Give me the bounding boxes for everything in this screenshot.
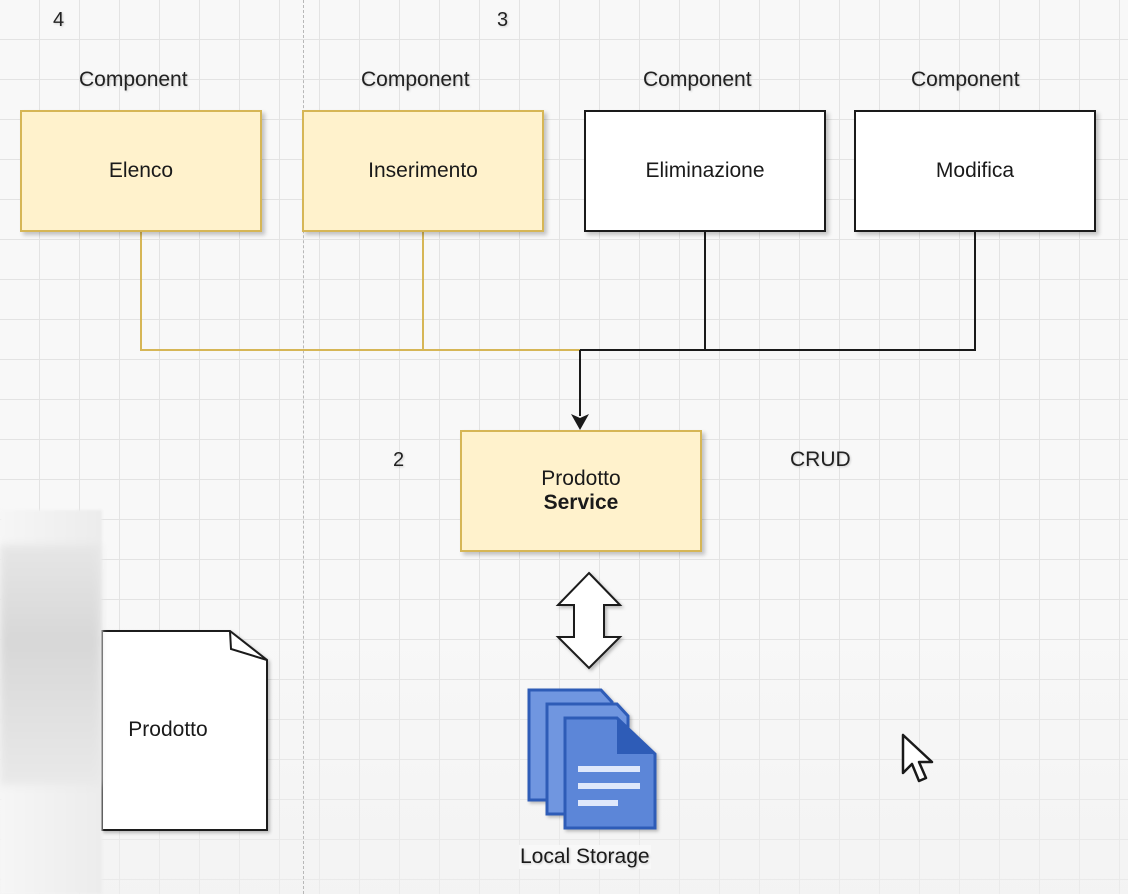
component-label-inserimento: Inserimento bbox=[368, 159, 478, 182]
component-header-eliminazione: Component bbox=[643, 68, 752, 91]
local-storage-label: Local Storage bbox=[519, 845, 651, 869]
component-box-eliminazione[interactable]: Eliminazione bbox=[584, 110, 826, 232]
document-shape-prodotto bbox=[101, 630, 268, 831]
crud-label: CRUD bbox=[790, 448, 851, 471]
component-label-eliminazione: Eliminazione bbox=[645, 159, 765, 182]
step-number-2: 2 bbox=[393, 449, 405, 471]
service-label-line1: Prodotto bbox=[541, 467, 621, 490]
document-label-prodotto: Prodotto bbox=[128, 718, 208, 741]
component-box-inserimento[interactable]: Inserimento bbox=[302, 110, 544, 232]
step-number-4: 4 bbox=[53, 9, 65, 31]
step-number-3: 3 bbox=[497, 9, 509, 31]
service-box[interactable]: Prodotto Service bbox=[460, 430, 702, 552]
document-fold-icon bbox=[229, 630, 268, 661]
component-box-elenco[interactable]: Elenco bbox=[20, 110, 262, 232]
blurred-side-panel bbox=[0, 510, 102, 894]
arrowhead-to-service bbox=[571, 414, 589, 430]
double-arrow-icon bbox=[555, 571, 623, 670]
component-label-elenco: Elenco bbox=[108, 159, 174, 182]
connector-elenco bbox=[140, 232, 580, 351]
component-label-modifica: Modifica bbox=[935, 159, 1015, 182]
connector-eliminazione bbox=[580, 232, 706, 351]
component-header-modifica: Component bbox=[911, 68, 1020, 91]
connector-modifica bbox=[705, 232, 976, 351]
component-box-modifica[interactable]: Modifica bbox=[854, 110, 1096, 232]
component-header-inserimento: Component bbox=[361, 68, 470, 91]
service-label-line2: Service bbox=[543, 491, 619, 514]
local-storage-icon bbox=[527, 688, 657, 830]
component-header-elenco: Component bbox=[79, 68, 188, 91]
mouse-cursor-icon bbox=[901, 733, 934, 783]
page-divider bbox=[303, 0, 304, 894]
